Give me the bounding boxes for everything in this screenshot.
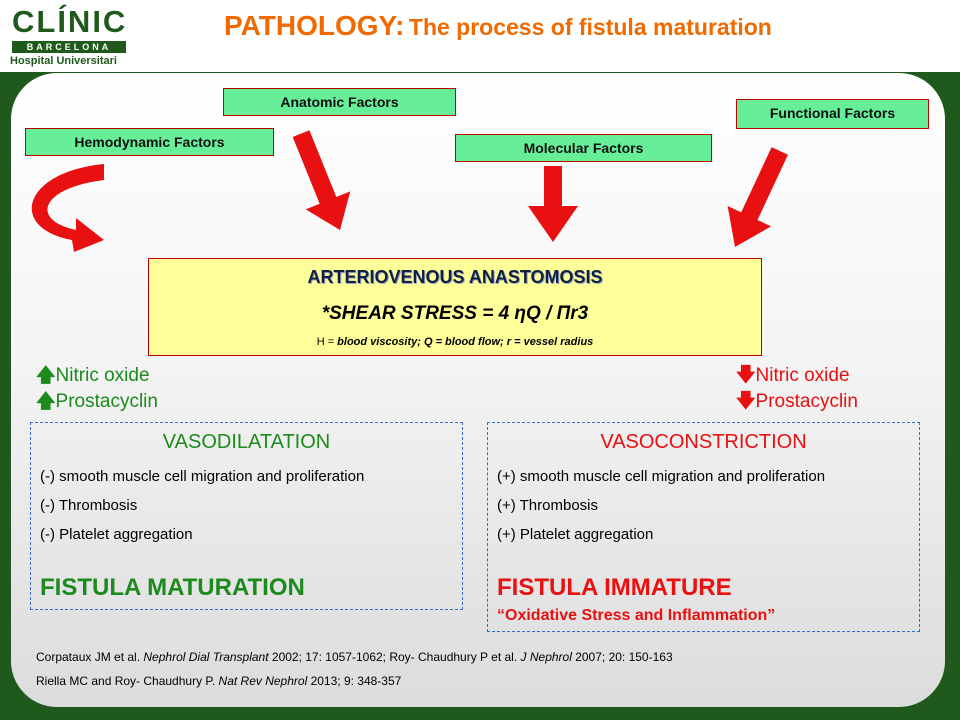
ref2-c: 2013; 9: 348-357 <box>307 674 402 688</box>
ref1-journal-1: Nephrol Dial Transplant <box>143 650 269 664</box>
curved-arrow-icon <box>31 164 104 252</box>
vasodilatation-item: (-) Thrombosis <box>40 497 138 514</box>
vasodilatation-title: VASODILATATION <box>162 431 331 453</box>
down-arrow-functional-icon <box>727 147 788 247</box>
vasodilatation-item: (-) smooth muscle cell migration and pro… <box>40 468 365 485</box>
factor-functional: Functional Factors <box>736 99 929 129</box>
right-mediator-2: 🡇Prostacyclin <box>736 389 858 415</box>
title-prefix: PATHOLOGY: <box>224 10 405 41</box>
fistula-maturation: FISTULA MATURATION <box>40 574 305 601</box>
shear-stress-formula: *SHEAR STRESS = 4 ηQ / Πr3 <box>321 303 589 324</box>
up-arrow-icon: 🡅 <box>36 391 56 412</box>
up-arrow-icon: 🡅 <box>36 365 56 386</box>
formula-definitions: H = blood viscosity; Q = blood flow; r =… <box>149 336 761 348</box>
vasodilatation-item: (-) Platelet aggregation <box>40 526 193 543</box>
title-rest: The process of fistula maturation <box>408 14 772 40</box>
left-mediator-label: Prostacyclin <box>55 391 158 412</box>
reference-1: Corpataux JM et al. Nephrol Dial Transpl… <box>36 650 673 664</box>
anastomosis-box: ARTERIOVENOUS ANASTOMOSIS *SHEAR STRESS … <box>148 258 762 356</box>
ref1-journal-2: J Nephrol <box>520 650 572 664</box>
ref2-journal: Nat Rev Nephrol <box>218 674 308 688</box>
factor-anatomic: Anatomic Factors <box>223 88 456 116</box>
reference-2: Riella MC and Roy- Chaudhury P. Nat Rev … <box>36 674 401 688</box>
def-rest: blood viscosity; Q = blood flow; r = ves… <box>337 336 594 348</box>
ref1-c: 2002; 17: 1057-1062; Roy- Chaudhury P et… <box>268 650 521 664</box>
ref1-e: 2007; 20: 150-163 <box>571 650 673 664</box>
right-mediators: 🡇Nitric oxide 🡇Prostacyclin <box>736 363 858 415</box>
vasoconstriction-box: VASOCONSTRICTION (+) smooth muscle cell … <box>487 422 920 632</box>
ref1-a: Corpataux JM et al. <box>36 650 144 664</box>
logo-city: BARCELONA <box>12 41 126 53</box>
vasoconstriction-item: (+) Thrombosis <box>497 497 599 514</box>
clinic-logo: CLÍNIC BARCELONA Hospital Universitari <box>8 4 128 68</box>
right-mediator-label: Prostacyclin <box>755 391 858 412</box>
vasoconstriction-title: VASOCONSTRICTION <box>600 431 807 453</box>
left-mediator-1: 🡅Nitric oxide <box>36 363 158 389</box>
content-panel <box>11 73 945 707</box>
vasoconstriction-item: (+) Platelet aggregation <box>497 526 654 543</box>
vasoconstriction-item: (+) smooth muscle cell migration and pro… <box>497 468 826 485</box>
fistula-immature: FISTULA IMMATURE <box>497 574 732 601</box>
logo-name: CLÍNIC <box>12 4 128 39</box>
def-h: H = <box>316 336 338 348</box>
anastomosis-title: ARTERIOVENOUS ANASTOMOSIS <box>307 267 603 287</box>
left-mediator-2: 🡅Prostacyclin <box>36 389 158 415</box>
factor-molecular: Molecular Factors <box>455 134 712 162</box>
logo-hospital: Hospital Universitari <box>10 55 117 67</box>
fistula-immature-subtitle: “Oxidative Stress and Inflammation” <box>497 607 776 624</box>
down-arrow-anatomic-icon <box>292 130 351 230</box>
slide-title: PATHOLOGY: The process of fistula matura… <box>224 10 772 42</box>
right-mediator-label: Nitric oxide <box>755 365 850 386</box>
factor-hemodynamic: Hemodynamic Factors <box>25 128 274 156</box>
right-mediator-1: 🡇Nitric oxide <box>736 363 858 389</box>
ref2-a: Riella MC and Roy- Chaudhury P. <box>36 674 219 688</box>
down-arrow-icon: 🡇 <box>736 391 756 412</box>
vasodilatation-box: VASODILATATION (-) smooth muscle cell mi… <box>30 422 463 610</box>
down-arrow-icon: 🡇 <box>736 365 756 386</box>
header-bar: CLÍNIC BARCELONA Hospital Universitari P… <box>0 0 960 72</box>
left-mediator-label: Nitric oxide <box>55 365 150 386</box>
down-arrow-molecular-icon <box>528 166 578 242</box>
left-mediators: 🡅Nitric oxide 🡅Prostacyclin <box>36 363 158 415</box>
